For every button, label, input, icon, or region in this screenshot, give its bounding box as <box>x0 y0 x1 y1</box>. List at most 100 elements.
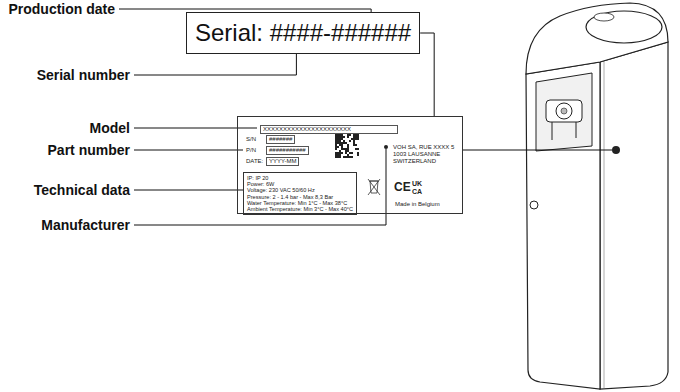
field-name: P/N <box>246 147 256 154</box>
part-value: ########### <box>266 146 309 155</box>
qr-cell <box>349 140 351 142</box>
manufacturer-dot <box>384 145 388 149</box>
qr-cell <box>351 156 353 158</box>
appliance-front <box>526 62 600 389</box>
model-field: XXXXXXXXXXXXXXXXXXXXXX <box>260 125 398 134</box>
qr-cell <box>335 148 337 150</box>
qr-cell <box>343 156 345 158</box>
callout-label: Technical data <box>34 182 130 198</box>
qr-cell <box>353 142 355 144</box>
leader-line <box>134 150 243 151</box>
front-recess <box>536 73 592 151</box>
qr-cell <box>355 138 357 140</box>
ukca-mark: CA <box>412 188 422 195</box>
qr-cell <box>341 142 343 144</box>
qr-cell <box>345 150 347 152</box>
qr-cell <box>347 144 349 146</box>
qr-cell <box>347 136 349 138</box>
qr-cell <box>349 134 351 136</box>
appliance-lid <box>586 11 662 43</box>
qr-cell <box>357 148 359 150</box>
qr-cell <box>357 134 359 136</box>
qr-cell <box>343 136 345 138</box>
qr-cell <box>343 140 345 142</box>
qr-cell <box>335 138 337 140</box>
qr-cell <box>351 152 353 154</box>
manufacturer-line: 1003 LAUSANNE <box>393 151 440 158</box>
ukca-mark: UK <box>412 180 422 187</box>
serial-format: Serial: ####-###### <box>195 19 411 47</box>
qr-cell <box>353 136 355 138</box>
qr-cell <box>341 148 343 150</box>
side-knob <box>530 201 538 209</box>
leader-line <box>463 150 612 151</box>
callout-label: Part number <box>48 142 130 158</box>
qr-cell <box>337 136 339 138</box>
qr-cell <box>357 138 359 140</box>
valve-knob <box>556 103 572 119</box>
weee-bin-symbol <box>368 179 380 195</box>
qr-cell <box>355 134 357 136</box>
qr-cell <box>339 144 341 146</box>
callout-label: Serial number <box>37 67 130 83</box>
valve-knob-inner <box>561 108 567 114</box>
origin-note: Made in Belgium <box>395 201 440 208</box>
callout-label: Manufacturer <box>41 217 130 233</box>
qr-cell <box>347 148 349 150</box>
qr-cell <box>335 136 337 138</box>
date-value: YYYY-MM <box>266 157 299 166</box>
tech-line: Water Temperature: Min 1°C - Max 38°C <box>247 200 353 206</box>
qr-cell <box>337 134 339 136</box>
valve-body <box>546 100 582 122</box>
tech-line: Pressure: 2 - 1.4 bar - Max 8,3 Bar <box>247 194 353 200</box>
qr-cell <box>339 142 341 144</box>
qr-cell <box>339 134 341 136</box>
qr-cell <box>341 144 343 146</box>
qr-cell <box>345 148 347 150</box>
qr-cell <box>347 154 349 156</box>
qr-cell <box>355 144 357 146</box>
valve-pipe <box>576 122 577 138</box>
qr-cell <box>335 154 337 156</box>
technical-data-box: IP: IP 20Power: 6WVoltage: 230 VAC 50/60… <box>243 172 357 215</box>
qr-cell <box>345 152 347 154</box>
qr-cell <box>341 152 343 154</box>
qr-cell <box>335 134 337 136</box>
qr-cell <box>337 146 339 148</box>
qr-cell <box>339 150 341 152</box>
qr-cell <box>341 146 343 148</box>
qr-cell <box>343 142 345 144</box>
qr-code <box>335 134 359 158</box>
qr-cell <box>353 140 355 142</box>
manufacturer-line: VOH SA, RUE XXXX 5 <box>393 144 454 151</box>
qr-cell <box>353 138 355 140</box>
lid-badge <box>594 13 614 21</box>
qr-cell <box>337 142 339 144</box>
qr-cell <box>339 140 341 142</box>
tech-line: Ambient Temperature: Min 3°C - Max 40°C <box>247 206 353 212</box>
qr-cell <box>335 142 337 144</box>
connector-line <box>420 33 434 116</box>
qr-cell <box>341 136 343 138</box>
qr-cell <box>335 140 337 142</box>
qr-cell <box>335 144 337 146</box>
qr-cell <box>347 156 349 158</box>
qr-cell <box>339 138 341 140</box>
qr-cell <box>337 138 339 140</box>
qr-cell <box>337 152 339 154</box>
serial-zoom-box: Serial: ####-###### <box>186 12 420 54</box>
qr-cell <box>347 146 349 148</box>
qr-cell <box>355 148 357 150</box>
appliance-side <box>600 42 668 389</box>
tech-line: IP: IP 20 <box>247 175 353 181</box>
qr-cell <box>339 154 341 156</box>
ce-mark: CE <box>394 181 411 193</box>
qr-cell <box>347 134 349 136</box>
serial-value: ####### <box>266 135 295 144</box>
field-name: S/N <box>246 136 256 143</box>
qr-cell <box>347 150 349 152</box>
qr-cell <box>357 136 359 138</box>
qr-cell <box>339 136 341 138</box>
qr-cell <box>345 142 347 144</box>
